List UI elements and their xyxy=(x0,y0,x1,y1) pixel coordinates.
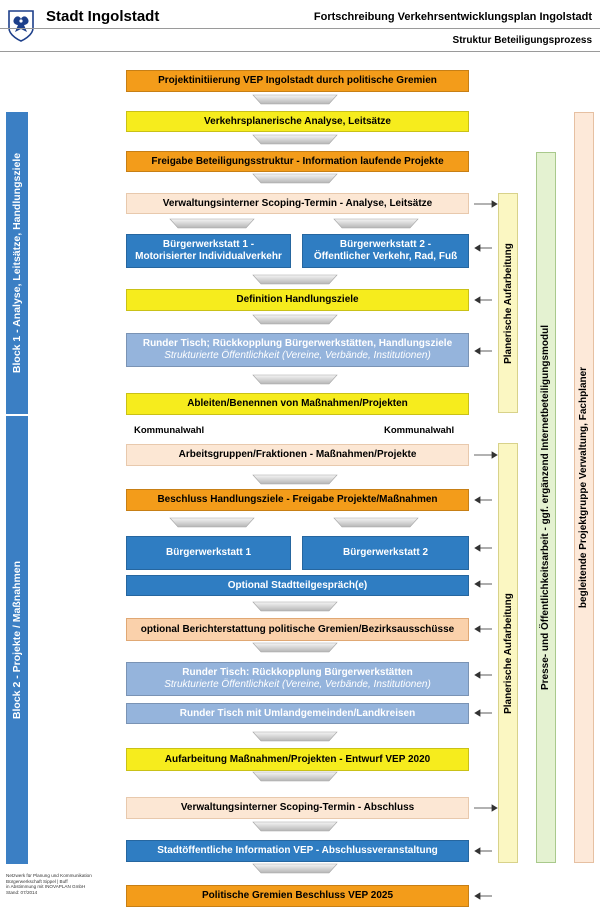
step-label: Runder Tisch mit Umlandgemeinden/Landkre… xyxy=(179,707,416,719)
footer-credits: Netzwerk für Planung und Kommunikation B… xyxy=(6,873,92,895)
step-label: Optional Stadtteilgespräch(e) xyxy=(227,579,368,591)
kommunalwahl-right: Kommunalwahl xyxy=(384,425,455,436)
step-buergerwerkstatt-1: Bürgerwerkstatt 1 xyxy=(126,536,291,570)
step-berichterstattung-gremien: optional Berichterstattung politische Gr… xyxy=(126,618,469,641)
block-1-bar: Block 1 - Analyse, Leitsätze, Handlungsz… xyxy=(6,112,28,414)
step-scoping-termin-analyse: Verwaltungsinterner Scoping-Termin - Ana… xyxy=(126,193,469,214)
step-buergerwerkstatt-2: Bürgerwerkstatt 2 xyxy=(302,536,469,570)
presse-bar: Presse- und Öffentlichkeitsarbeit - ggf.… xyxy=(536,152,556,863)
step-label: Bürgerwerkstatt 1 - xyxy=(162,239,255,250)
step-label: Runder Tisch: Rückkopplung Bürgerwerkstä… xyxy=(182,667,413,678)
step-label: Verwaltungsinterner Scoping-Termin - Abs… xyxy=(180,802,415,813)
header-divider xyxy=(0,51,600,52)
kommunalwahl-left: Kommunalwahl xyxy=(134,425,205,436)
step-label: Definition Handlungsziele xyxy=(236,294,359,305)
document-title: Fortschreibung Verkehrsentwicklungsplan … xyxy=(313,11,592,23)
step-stadtteilgespraech: Optional Stadtteilgespräch(e) xyxy=(126,575,469,596)
city-name: Stadt Ingolstadt xyxy=(46,8,160,25)
step-runder-tisch-rueckkopplung: Runder Tisch: Rückkopplung Bürgerwerkstä… xyxy=(126,662,469,696)
projektgruppe-bar: begleitende Projektgruppe Verwaltung, Fa… xyxy=(574,112,594,863)
step-label: Bürgerwerkstatt 1 xyxy=(165,547,252,558)
planerische-aufarbeitung-bar-2: Planerische Aufarbeitung xyxy=(498,443,518,863)
footer-line: Bürgerwerkschaft Sippel | Buff xyxy=(6,878,68,884)
step-label: Öffentlicher Verkehr, Rad, Fuß xyxy=(313,251,458,262)
footer-line: Stand: 07/2014 xyxy=(6,889,38,895)
step-buergerwerkstatt-1-miv: Bürgerwerkstatt 1 - Motorisierter Indivi… xyxy=(126,234,291,268)
step-label: Arbeitsgruppen/Fraktionen - Maßnahmen/Pr… xyxy=(178,449,417,460)
step-beschluss-handlungsziele: Beschluss Handlungsziele - Freigabe Proj… xyxy=(126,489,469,511)
step-label: Verwaltungsinterner Scoping-Termin - Ana… xyxy=(162,197,433,209)
step-scoping-termin-abschluss: Verwaltungsinterner Scoping-Termin - Abs… xyxy=(126,797,469,819)
step-projektinitiierung: Projektinitiierung VEP Ingolstadt durch … xyxy=(126,70,469,92)
step-verkehrsplanerische-analyse: Verkehrsplanerische Analyse, Leitsätze xyxy=(126,111,469,132)
header-divider xyxy=(0,28,600,29)
step-label: Ableiten/Benennen von Maßnahmen/Projekte… xyxy=(187,398,408,409)
step-freigabe-beteiligungsstruktur: Freigabe Beteiligungsstruktur - Informat… xyxy=(126,151,469,172)
footer-line: Netzwerk für Planung und Kommunikation xyxy=(6,873,92,878)
planerische-aufarbeitung-bar-1: Planerische Aufarbeitung xyxy=(498,193,518,413)
step-label: Bürgerwerkstatt 2 xyxy=(342,547,429,558)
step-definition-handlungsziele: Definition Handlungsziele xyxy=(126,289,469,311)
step-label: Motorisierter Individualverkehr xyxy=(135,251,282,262)
step-ableiten-massnahmen: Ableiten/Benennen von Maßnahmen/Projekte… xyxy=(126,393,469,415)
step-sublabel: Strukturierte Öffentlichkeit (Vereine, V… xyxy=(164,679,431,690)
document-subtitle: Struktur Beteiligungsprozess xyxy=(452,35,592,46)
step-buergerwerkstatt-2-oev: Bürgerwerkstatt 2 - Öffentlicher Verkehr… xyxy=(302,234,469,268)
step-label: Runder Tisch; Rückkopplung Bürgerwerkstä… xyxy=(142,338,453,349)
block-2-bar: Block 2 - Projekte / Maßnahmen xyxy=(6,416,28,864)
step-politische-gremien-beschluss: Politische Gremien Beschluss VEP 2025 xyxy=(126,885,469,907)
step-arbeitsgruppen-fraktionen: Arbeitsgruppen/Fraktionen - Maßnahmen/Pr… xyxy=(126,444,469,466)
step-sublabel: Strukturierte Öffentlichkeit (Vereine, V… xyxy=(164,350,431,361)
step-label: Beschluss Handlungsziele - Freigabe Proj… xyxy=(157,494,438,505)
step-stadtoeffentliche-information: Stadtöffentliche Information VEP - Absch… xyxy=(126,840,469,862)
step-label: optional Berichterstattung politische Gr… xyxy=(140,623,455,635)
step-label: Politische Gremien Beschluss VEP 2025 xyxy=(201,890,394,901)
step-label: Freigabe Beteiligungsstruktur - Informat… xyxy=(151,155,444,167)
step-label: Bürgerwerkstatt 2 - xyxy=(339,239,432,250)
step-label: Verkehrsplanerische Analyse, Leitsätze xyxy=(204,115,391,127)
step-runder-tisch-umland: Runder Tisch mit Umlandgemeinden/Landkre… xyxy=(126,703,469,724)
footer-line: in Abstimmung mit INOVAPLAN GmbH xyxy=(6,884,86,890)
step-label: Projektinitiierung VEP Ingolstadt durch … xyxy=(158,75,437,86)
step-label: Stadtöffentliche Information VEP - Absch… xyxy=(157,845,438,856)
step-runder-tisch-handlungsziele: Runder Tisch; Rückkopplung Bürgerwerkstä… xyxy=(126,333,469,367)
step-label: Aufarbeitung Maßnahmen/Projekten - Entwu… xyxy=(164,753,431,765)
step-aufarbeitung-entwurf: Aufarbeitung Maßnahmen/Projekten - Entwu… xyxy=(126,748,469,771)
